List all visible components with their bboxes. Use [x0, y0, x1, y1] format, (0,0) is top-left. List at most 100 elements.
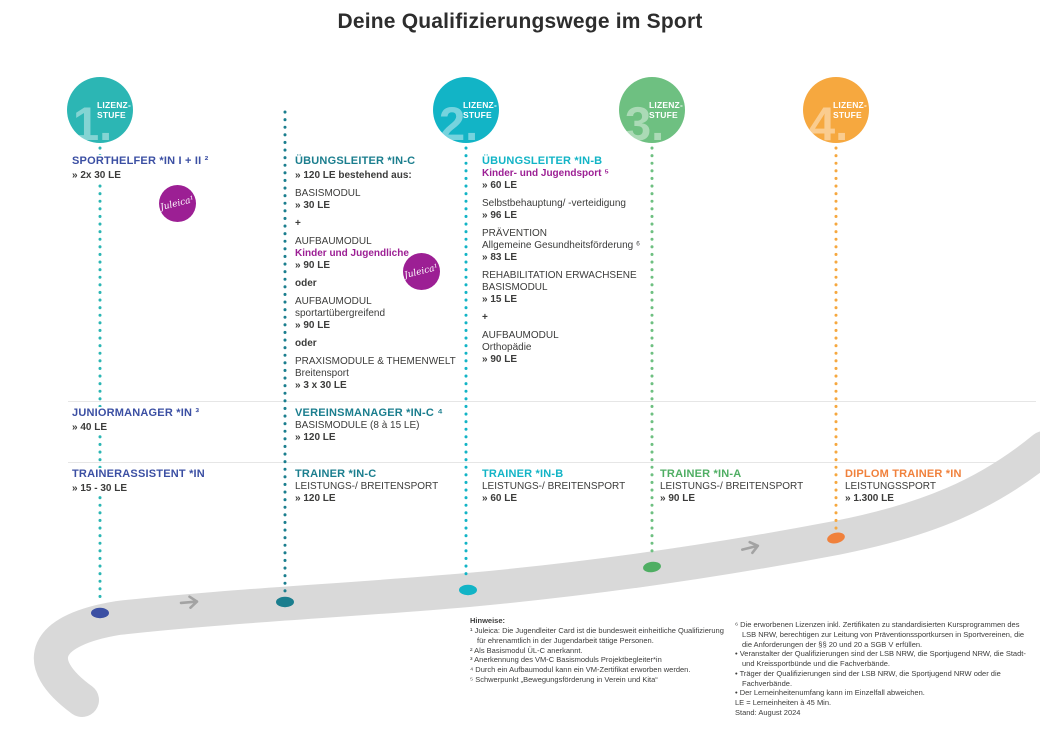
- rehabilitation-le: » 15 LE: [482, 294, 518, 306]
- level-4-number: 4.: [809, 97, 849, 143]
- license-level-3-badge: 3. LIZENZ- STUFE: [619, 77, 685, 143]
- road-dot-uebungsleiter-c: [276, 596, 294, 608]
- plus-sign: +: [295, 218, 301, 230]
- hinweise-title: Hinweise:: [470, 616, 506, 625]
- basismodul-label: BASISMODUL: [295, 188, 361, 200]
- level-3-number: 3.: [625, 97, 665, 143]
- praevention-label: PRÄVENTION: [482, 228, 548, 240]
- praevention-sub: Allgemeine Gesundheitsförderung ⁶: [482, 240, 641, 252]
- bullet-veranstalter: • Veranstalter der Qualifizierungen sind…: [735, 649, 1026, 668]
- page-title: Deine Qualifizierungswege im Sport: [337, 10, 703, 33]
- le-definition: LE = Lerneinheiten à 45 Min.: [735, 698, 832, 707]
- aufbaumodul-1-label: AUFBAUMODUL: [295, 236, 372, 248]
- row-divider-1: [68, 401, 1036, 402]
- trainerassistent-le: » 15 - 30 LE: [72, 483, 128, 495]
- trainerassistent-block: TRAINERASSISTENT *IN » 15 - 30 LE: [72, 468, 222, 496]
- juleica-badge: Juleica¹: [159, 185, 196, 222]
- uebungsleiter-c-block: ÜBUNGSLEITER *IN-C » 120 LE bestehend au…: [295, 155, 463, 392]
- juleica-label: Juleica¹: [159, 194, 196, 213]
- aufbaumodul-1-le: » 90 LE: [295, 260, 331, 272]
- basismodul-le: » 30 LE: [295, 200, 331, 212]
- trainer-a-le: » 90 LE: [660, 493, 696, 505]
- license-level-4-badge: 4. LIZENZ- STUFE: [803, 77, 869, 143]
- road-dot-level2: [459, 584, 477, 596]
- hinweise-block: Hinweise: ¹ Juleica: Die Jugendleiter Ca…: [470, 616, 728, 685]
- trainer-c-title: TRAINER *IN-C: [295, 468, 377, 480]
- level-3-label: LIZENZ- STUFE: [649, 99, 683, 120]
- aufbaumodul-sub: Orthopädie: [482, 342, 532, 354]
- uebungsleiter-b-title: ÜBUNGSLEITER *IN-B: [482, 155, 603, 167]
- level-2-number: 2.: [439, 97, 479, 143]
- juleica-badge: Juleica¹: [403, 253, 440, 290]
- rehabilitation-label: REHABILITATION ERWACHSENE: [482, 270, 637, 282]
- footnote-anerkennung: ³ Anerkennung des VM-C Basismoduls Proje…: [470, 655, 662, 665]
- footnote-basismodul: ² Als Basismodul ÜL-C anerkannt.: [470, 645, 583, 655]
- sporthelfer-le: » 2x 30 LE: [72, 170, 121, 182]
- diplom-trainer-block: DIPLOM TRAINER *IN LEISTUNGSSPORT » 1.30…: [845, 468, 995, 505]
- oder-2: oder: [295, 338, 317, 350]
- trainer-c-block: TRAINER *IN-C LEISTUNGS-/ BREITENSPORT »…: [295, 468, 463, 505]
- selbstbehauptung-label: Selbstbehauptung/ -verteidigung: [482, 198, 626, 210]
- juniormanager-block: JUNIORMANAGER *IN ³ » 40 LE: [72, 407, 222, 435]
- trainer-c-sub: LEISTUNGS-/ BREITENSPORT: [295, 481, 439, 493]
- trainer-c-le: » 120 LE: [295, 493, 336, 505]
- vereinsmanager-sub: BASISMODULE (8 à 15 LE): [295, 420, 420, 432]
- uebungsleiter-b-block: ÜBUNGSLEITER *IN-B Kinder- und Jugendspo…: [482, 155, 644, 366]
- arrow-right-icon: [741, 540, 760, 555]
- aufbaumodul-2-sub: sportartübergreifend: [295, 308, 386, 320]
- uebungsleiter-b-le: » 60 LE: [482, 180, 518, 192]
- trainer-a-title: TRAINER *IN-A: [660, 468, 742, 480]
- trainer-b-block: TRAINER *IN-B LEISTUNGS-/ BREITENSPORT »…: [482, 468, 644, 505]
- praxismodule-label: PRAXISMODULE & THEMENWELT: [295, 356, 456, 368]
- uebungsleiter-b-sub: Kinder- und Jugendsport ⁵: [482, 168, 609, 180]
- vereinsmanager-block: VEREINSMANAGER *IN-C ⁴ BASISMODULE (8 à …: [295, 407, 463, 444]
- vereinsmanager-title: VEREINSMANAGER *IN-C ⁴: [295, 407, 443, 419]
- license-level-1-badge: 1. LIZENZ- STUFE: [67, 77, 133, 143]
- road-dot-level4: [827, 532, 845, 544]
- bullet-lerneinheitenumfang: • Der Lerneinheitenumfang kann im Einzel…: [735, 688, 925, 698]
- aufbaumodul-2-le: » 90 LE: [295, 320, 331, 332]
- level-2-label: LIZENZ- STUFE: [463, 99, 497, 120]
- uebungsleiter-c-title: ÜBUNGSLEITER *IN-C: [295, 155, 416, 167]
- trainerassistent-title: TRAINERASSISTENT *IN: [72, 468, 205, 480]
- vereinsmanager-le: » 120 LE: [295, 432, 336, 444]
- trainer-b-le: » 60 LE: [482, 493, 518, 505]
- row-divider-2: [68, 462, 1036, 463]
- bullet-traeger: • Träger der Qualifizierungen sind der L…: [735, 668, 1001, 688]
- license-level-2-badge: 2. LIZENZ- STUFE: [433, 77, 499, 143]
- sporthelfer-title: SPORTHELFER *IN I + II ²: [72, 155, 209, 167]
- road-dot-level3: [643, 561, 661, 573]
- aufbaumodul-2-label: AUFBAUMODUL: [295, 296, 372, 308]
- footnote-lizenzen: ⁶ Die erworbenen Lizenzen inkl. Zertifik…: [735, 620, 1025, 649]
- selbstbehauptung-le: » 96 LE: [482, 210, 518, 222]
- aufbaumodul-label: AUFBAUMODUL: [482, 330, 559, 342]
- praxismodule-le: » 3 x 30 LE: [295, 380, 347, 392]
- legal-block: ⁶ Die erworbenen Lizenzen inkl. Zertifik…: [735, 620, 1035, 718]
- rehabilitation-basismodul: BASISMODUL: [482, 282, 548, 294]
- level-1-label: LIZENZ- STUFE: [97, 99, 131, 120]
- trainer-b-sub: LEISTUNGS-/ BREITENSPORT: [482, 481, 626, 493]
- praxismodule-sub: Breitensport: [295, 368, 349, 380]
- uebungsleiter-c-le: » 120 LE bestehend aus:: [295, 170, 412, 182]
- plus-sign: +: [482, 312, 488, 324]
- juniormanager-le: » 40 LE: [72, 422, 108, 434]
- aufbaumodul-1-sub: Kinder und Jugendliche: [295, 248, 409, 260]
- juniormanager-title: JUNIORMANAGER *IN ³: [72, 407, 200, 419]
- road: [34, 431, 1040, 717]
- road-dot-level1: [91, 607, 109, 619]
- stand-date: Stand: August 2024: [735, 707, 801, 717]
- footnote-juleica: ¹ Juleica: Die Jugendleiter Card ist die…: [470, 626, 724, 645]
- trainer-a-sub: LEISTUNGS-/ BREITENSPORT: [660, 481, 804, 493]
- level-4-label: LIZENZ- STUFE: [833, 99, 867, 120]
- oder-1: oder: [295, 278, 317, 290]
- juleica-label: Juleica¹: [403, 262, 440, 281]
- sporthelfer-block: SPORTHELFER *IN I + II ² » 2x 30 LE: [72, 155, 222, 183]
- trainer-a-block: TRAINER *IN-A LEISTUNGS-/ BREITENSPORT »…: [660, 468, 810, 505]
- diplom-trainer-le: » 1.300 LE: [845, 493, 894, 505]
- arrow-right-icon: [179, 595, 199, 609]
- level-1-number: 1.: [73, 97, 113, 143]
- diplom-trainer-title: DIPLOM TRAINER *IN: [845, 468, 962, 480]
- praevention-le: » 83 LE: [482, 252, 518, 264]
